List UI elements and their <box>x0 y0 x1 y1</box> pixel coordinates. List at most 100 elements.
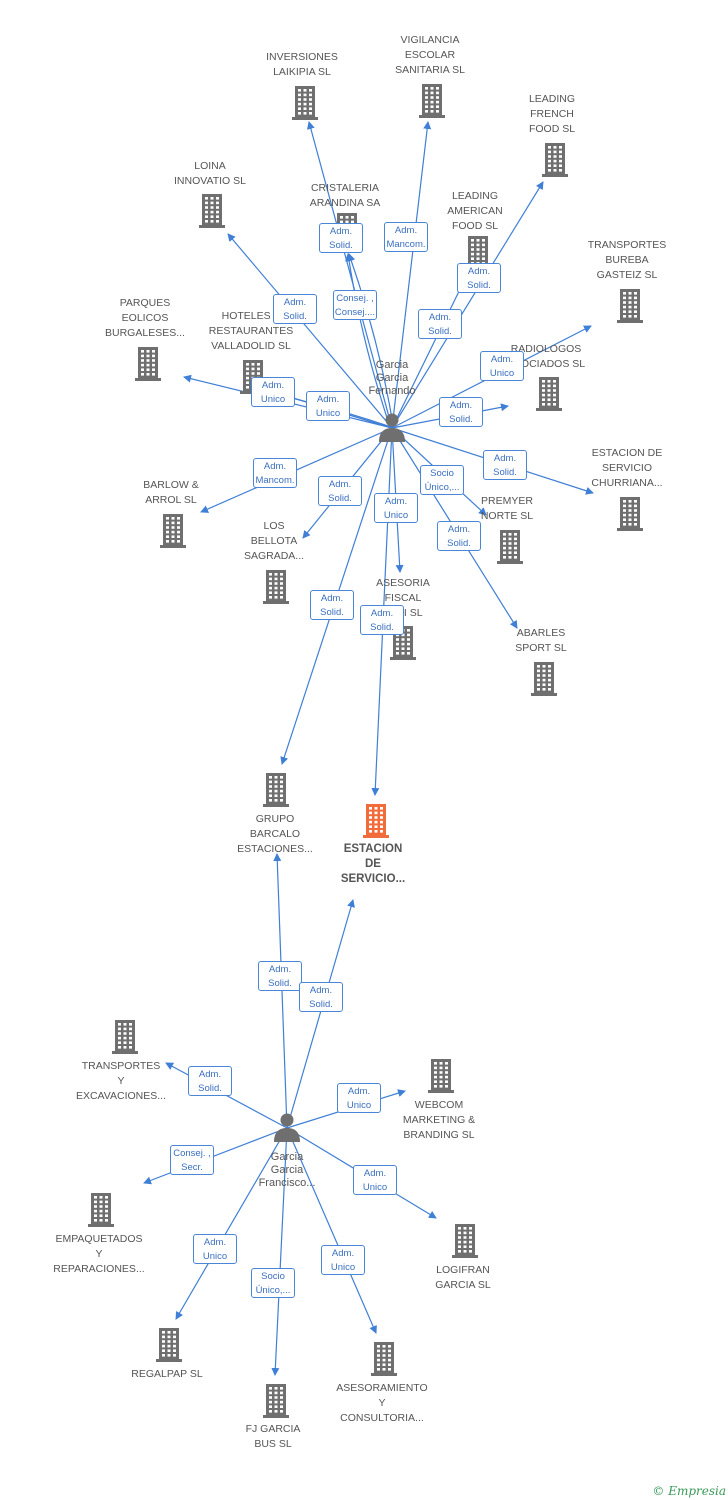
company-name[interactable]: GRUPO BARCALO ESTACIONES... <box>237 813 313 855</box>
building-icon <box>158 514 188 548</box>
company-name[interactable]: REGALPAP SL <box>131 1368 203 1380</box>
building-icon-shape <box>371 1342 397 1376</box>
person-name[interactable]: Garcia Garcia Francisco... <box>258 1151 316 1189</box>
relation-label[interactable]: Adm. Mancom. <box>384 222 428 252</box>
building-icon-shape <box>428 1059 454 1093</box>
relationship-edge <box>391 121 432 429</box>
relationship-edge <box>286 1127 377 1334</box>
relationship-edge <box>391 181 544 429</box>
company-name[interactable]: VIGILANCIA ESCOLAR SANITARIA SL <box>395 34 465 76</box>
building-icon <box>426 1059 456 1093</box>
company-name[interactable]: ESTACION DE SERVICIO CHURRIANA... <box>591 447 663 489</box>
relation-label[interactable]: Adm. Solid. <box>188 1066 232 1096</box>
relation-label[interactable]: Adm. Solid. <box>319 223 363 253</box>
building-icon <box>261 773 291 807</box>
company-name[interactable]: LOS BELLOTA SAGRADA... <box>243 520 305 562</box>
building-icon-shape <box>263 570 289 604</box>
relationship-edge <box>227 233 393 429</box>
relation-label[interactable]: Adm. Unico <box>321 1245 365 1275</box>
relation-label[interactable]: Adm. Unico <box>337 1083 381 1113</box>
building-icon <box>110 1020 140 1054</box>
person-name[interactable]: Garcia Garcia Fernando <box>368 359 416 397</box>
relationship-edge <box>306 121 393 429</box>
building-icon-shape <box>263 1384 289 1418</box>
company-name[interactable]: LOGIFRAN GARCIA SL <box>435 1264 491 1291</box>
relation-label[interactable]: Adm. Solid. <box>418 309 462 339</box>
building-icon <box>261 570 291 604</box>
relationship-edge <box>347 253 395 429</box>
company-name[interactable]: WEBCOM MARKETING & BRANDING SL <box>402 1099 476 1141</box>
main-company-name[interactable]: ESTACION DE SERVICIO... <box>340 843 406 885</box>
relation-label[interactable]: Adm. Solid. <box>273 294 317 324</box>
building-icon-shape <box>617 497 643 531</box>
building-icon <box>290 86 320 120</box>
relation-label[interactable]: Adm. Solid. <box>483 450 527 480</box>
relation-label[interactable]: Adm. Unico <box>251 377 295 407</box>
company-name[interactable]: TRANSPORTES Y EXCAVACIONES... <box>75 1060 167 1102</box>
relation-label[interactable]: Adm. Solid. <box>439 397 483 427</box>
building-icon <box>417 84 447 118</box>
building-icon-shape <box>617 289 643 323</box>
building-icon <box>361 804 391 838</box>
relation-label[interactable]: Socio Único,... <box>420 465 464 495</box>
empresia-logo[interactable]: © Empresia <box>652 1484 726 1498</box>
relation-label[interactable]: Socio Único,... <box>251 1268 295 1298</box>
company-name[interactable]: ABARLES SPORT SL <box>515 627 567 654</box>
company-name[interactable]: FJ GARCIA BUS SL <box>245 1423 301 1450</box>
company-name[interactable]: INVERSIONES LAIKIPIA SL <box>266 51 338 78</box>
relation-label[interactable]: Adm. Solid. <box>310 590 354 620</box>
relation-label[interactable]: Consej. , Consej.... <box>333 290 377 320</box>
relationship-edge <box>286 899 355 1129</box>
company-name[interactable]: CRISTALERIA ARANDINA SA <box>309 182 381 209</box>
company-name[interactable]: LEADING FRENCH FOOD SL <box>528 93 576 135</box>
relation-label[interactable]: Adm. Solid. <box>437 521 481 551</box>
company-name[interactable]: TRANSPORTES BUREBA GASTEIZ SL <box>587 239 667 281</box>
relation-label[interactable]: Adm. Unico <box>374 493 418 523</box>
relation-label[interactable]: Adm. Unico <box>193 1234 237 1264</box>
building-icon <box>154 1328 184 1362</box>
relation-label[interactable]: Adm. Unico <box>480 351 524 381</box>
building-icon <box>540 143 570 177</box>
company-name[interactable]: ASESORAMIENTO Y CONSULTORIA... <box>336 1382 428 1424</box>
person-icon <box>274 1113 300 1142</box>
building-icon-shape <box>135 347 161 381</box>
company-name[interactable]: PARQUES EOLICOS BURGALESES... <box>105 297 185 339</box>
building-icon-shape <box>536 377 562 411</box>
building-icon-shape <box>292 86 318 120</box>
relationship-edge <box>273 853 288 1129</box>
building-icon <box>86 1193 116 1227</box>
building-icon-shape <box>156 1328 182 1362</box>
relationship-edge <box>345 253 391 429</box>
company-name[interactable]: BARLOW & ARROL SL <box>143 479 199 506</box>
company-name[interactable]: PREMYER NORTE SL <box>480 495 534 522</box>
building-icon-shape <box>160 514 186 548</box>
building-icon <box>534 377 564 411</box>
building-icon <box>495 530 525 564</box>
company-name[interactable]: LEADING AMERICAN FOOD SL <box>447 190 503 232</box>
building-icon <box>529 662 559 696</box>
copyright-symbol: © <box>652 1484 665 1498</box>
building-icon-shape <box>88 1193 114 1227</box>
building-icon <box>369 1342 399 1376</box>
company-name[interactable]: EMPAQUETADOS Y REPARACIONES... <box>53 1233 145 1275</box>
building-icon <box>450 1224 480 1258</box>
relation-label[interactable]: Adm. Solid. <box>360 605 404 635</box>
relation-label[interactable]: Adm. Solid. <box>258 961 302 991</box>
relation-label[interactable]: Adm. Solid. <box>299 982 343 1012</box>
relationship-edge <box>175 1127 288 1320</box>
building-icon-shape <box>497 530 523 564</box>
relationship-edge <box>143 1127 288 1185</box>
relation-label[interactable]: Adm. Unico <box>306 391 350 421</box>
relation-label[interactable]: Adm. Solid. <box>457 263 501 293</box>
relation-label[interactable]: Adm. Solid. <box>318 476 362 506</box>
building-icon-shape <box>542 143 568 177</box>
relation-label[interactable]: Adm. Mancom. <box>253 458 297 488</box>
building-icon-shape <box>199 194 225 228</box>
building-icon-shape <box>263 773 289 807</box>
building-icon-shape <box>531 662 557 696</box>
relationship-edge <box>271 1127 288 1376</box>
relation-label[interactable]: Consej. , Secr. <box>170 1145 214 1175</box>
company-name[interactable]: LOINA INNOVATIO SL <box>174 160 246 187</box>
relation-label[interactable]: Adm. Unico <box>353 1165 397 1195</box>
person-icon <box>379 413 405 442</box>
